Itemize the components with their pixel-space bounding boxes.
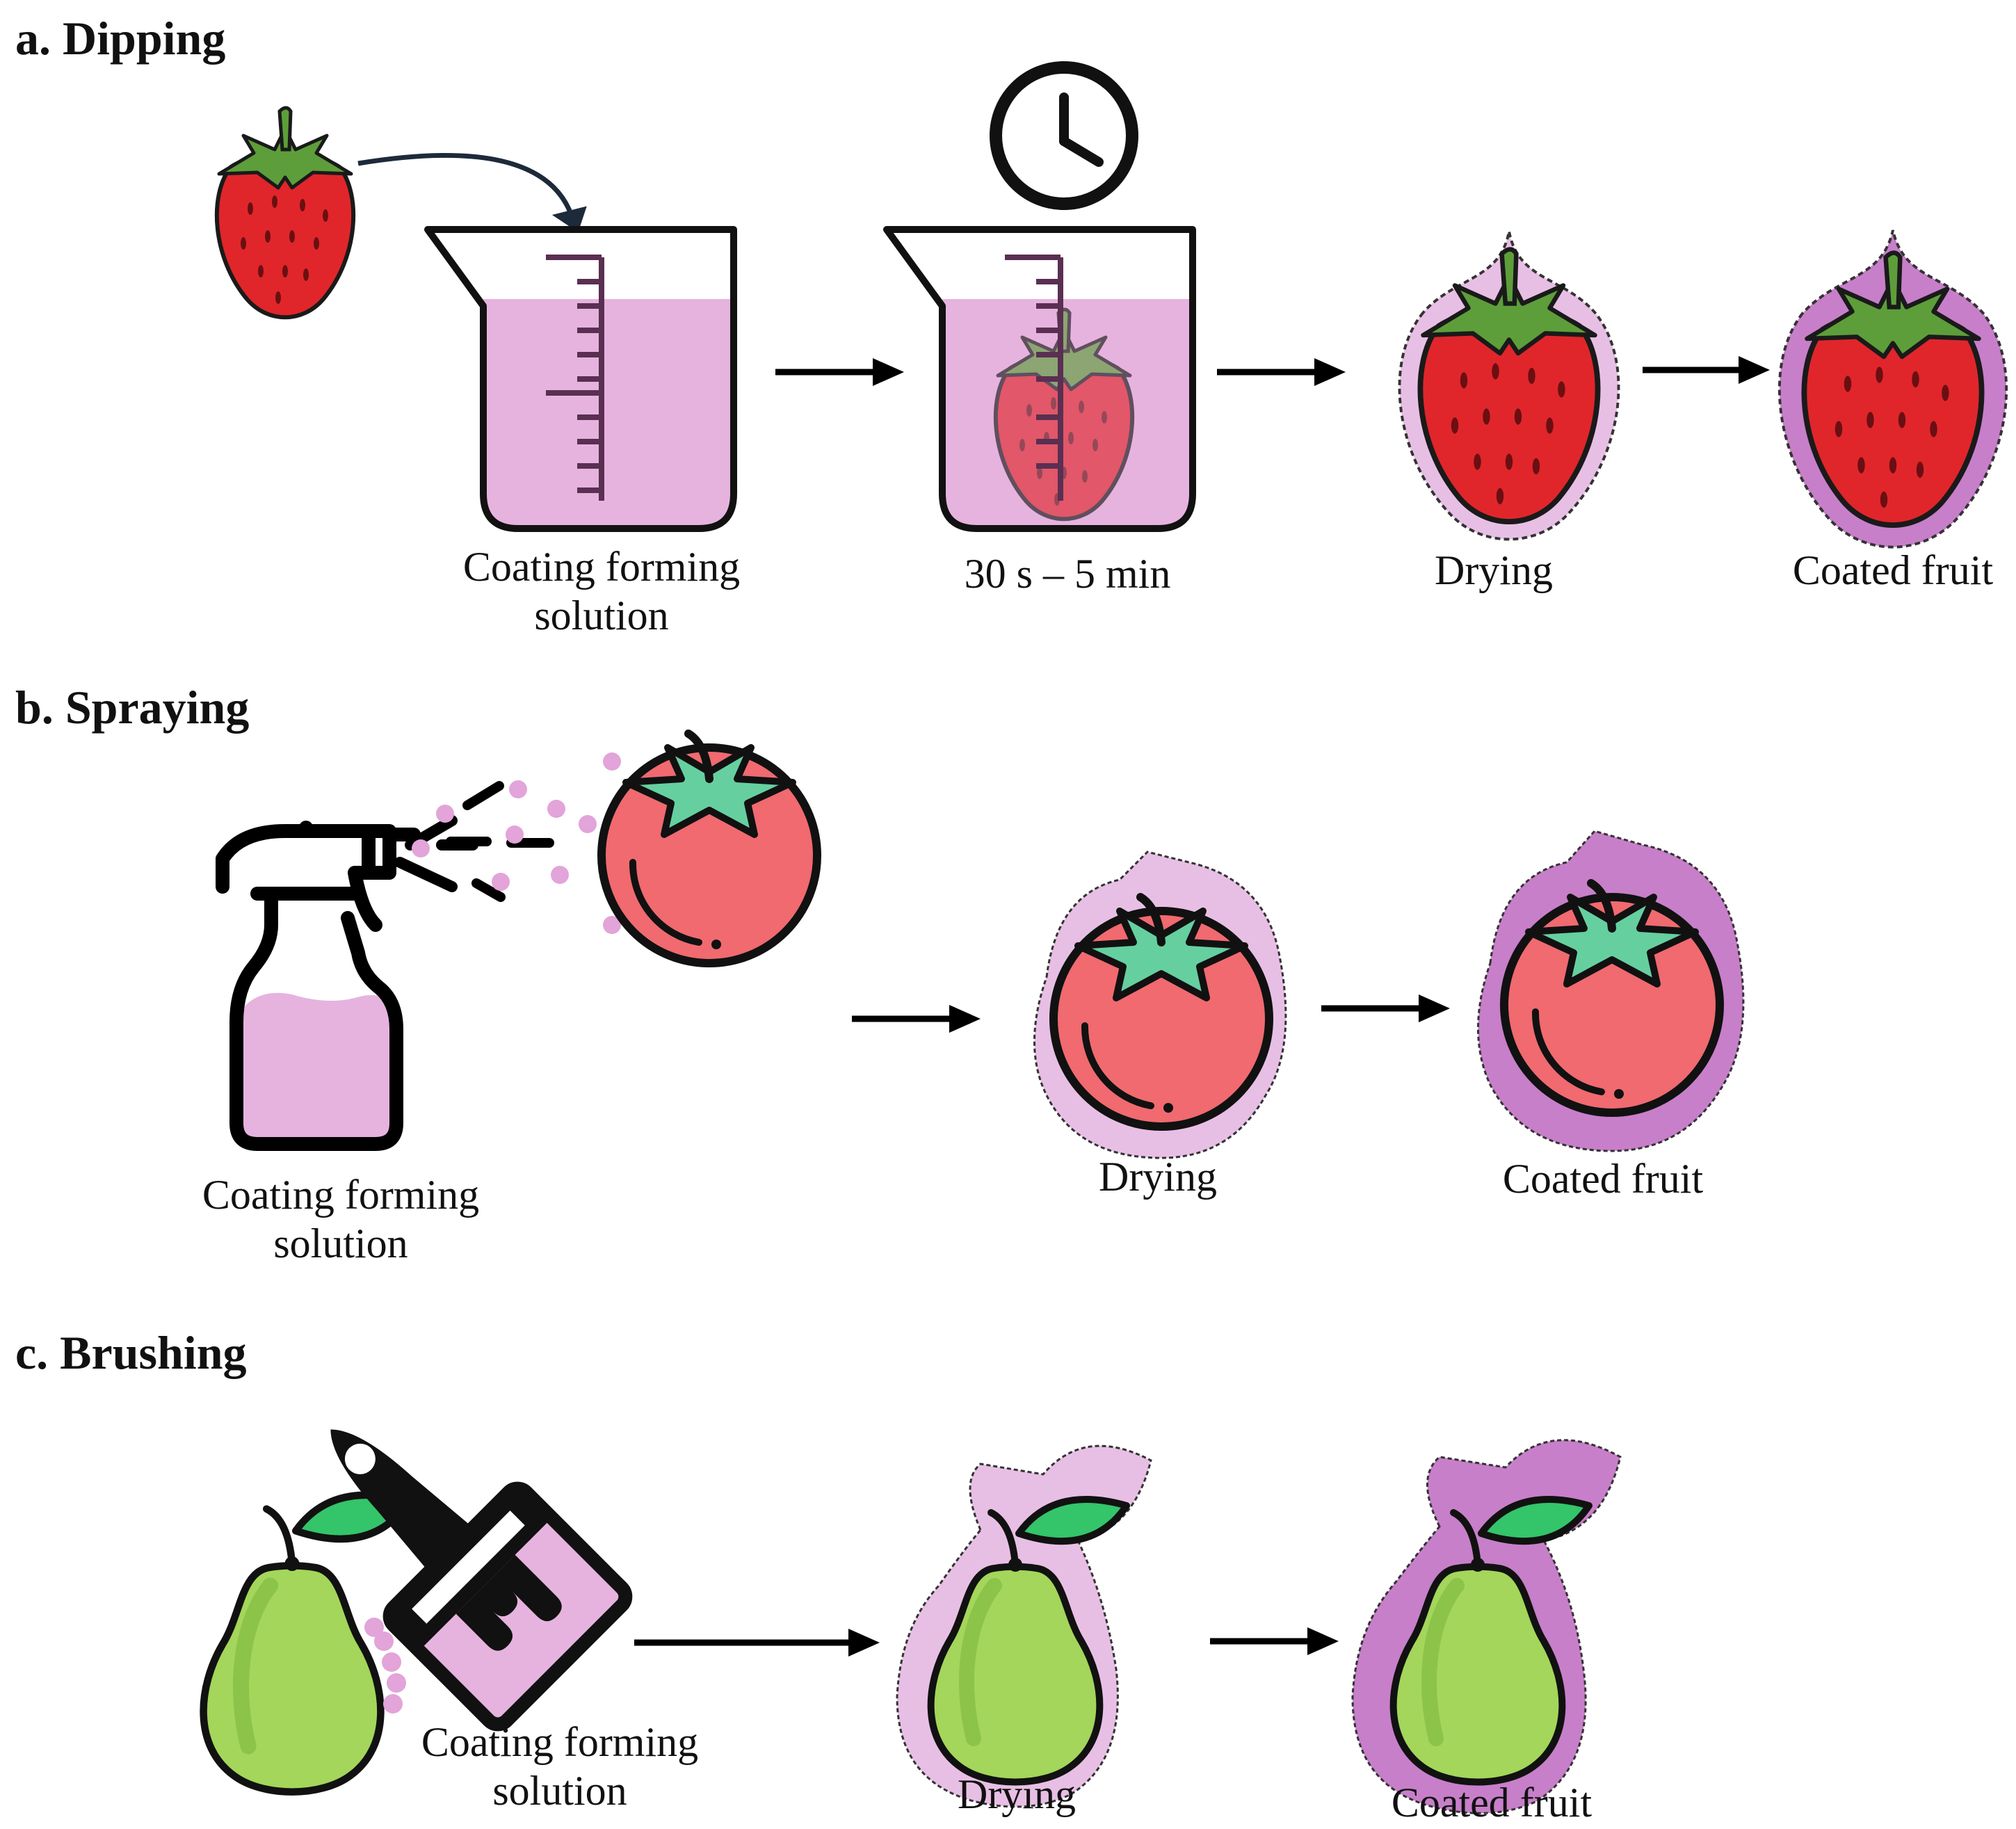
drying-tomato-icon [1033,851,1287,1159]
solution-label-line2: solution [273,1220,408,1266]
coated-fruit-label: Coated fruit [1793,547,1994,593]
brush-droplets [364,1618,406,1714]
solution-label-line1: Coating forming [463,544,740,590]
solution-label-line2: solution [492,1768,627,1814]
spray-bottle-icon [216,815,478,1151]
arrow-right [775,358,904,386]
solution-label-line2: solution [534,593,668,638]
paint-brush-icon [330,1429,633,1732]
arrow-right [634,1629,880,1657]
coated-fruit-label: Coated fruit [1503,1156,1704,1202]
tomato-icon [602,734,817,963]
drying-label: Drying [1099,1154,1217,1200]
section-title-dipping: a. Dipping [15,12,225,65]
coated-strawberry-icon [1777,229,2008,549]
arrow-right [1217,358,1346,386]
beaker-with-fruit-icon [887,229,1193,529]
arrow-right [852,1005,981,1033]
coated-pear-icon [1351,1439,1622,1814]
drying-pear-icon [896,1444,1152,1808]
curved-arrow [357,152,576,223]
drying-label: Drying [958,1771,1076,1817]
time-label: 30 s – 5 min [965,551,1171,597]
clock-icon [990,61,1138,210]
section-title-brushing: c. Brushing [15,1326,247,1379]
solution-label-line1: Coating forming [202,1172,479,1218]
drying-strawberry-icon [1398,231,1620,541]
coated-fruit-label: Coated fruit [1392,1780,1592,1826]
arrow-right [1210,1627,1339,1655]
coated-tomato-icon [1477,830,1745,1152]
solution-label-line1: Coating forming [421,1719,698,1765]
strawberry-icon [217,108,353,317]
drying-label: Drying [1435,547,1553,593]
arrow-right [1321,994,1450,1022]
section-title-spraying: b. Spraying [15,681,249,734]
beaker-icon [428,229,734,529]
arrow-right [1643,356,1770,384]
